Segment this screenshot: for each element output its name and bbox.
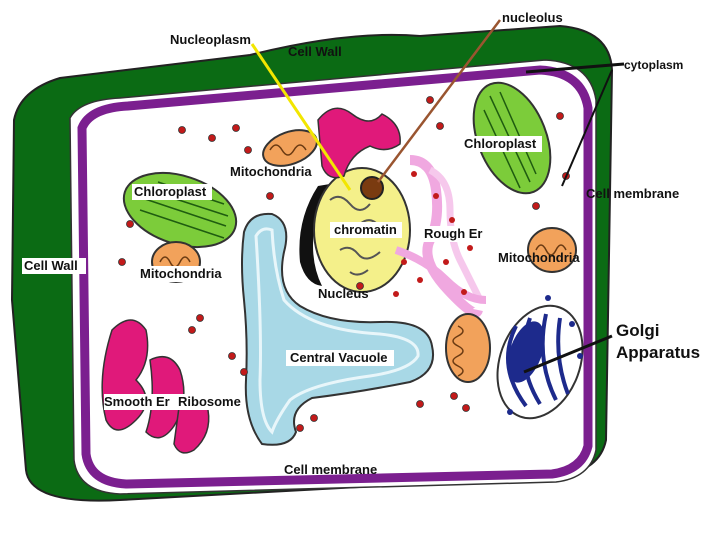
label-cell-wall-left: Cell Wall: [24, 258, 78, 273]
label-golgi-line2: Apparatus: [616, 343, 700, 362]
label-nucleolus: nucleolus: [502, 10, 563, 25]
pointer-nucleoplasm: [250, 43, 352, 191]
label-golgi-line1: Golgi: [616, 321, 659, 340]
pointer-nucleolus: [377, 19, 501, 183]
mitochondrion-top: [262, 129, 318, 167]
cell-membrane: [77, 65, 593, 489]
label-nucleoplasm: Nucleoplasm: [170, 32, 251, 47]
label-smooth-er: Smooth Er: [104, 394, 170, 409]
label-rough-er: Rough Er: [424, 226, 483, 241]
label-chloroplast-right: Chloroplast: [464, 136, 537, 151]
label-ribosome: Ribosome: [178, 394, 241, 409]
label-chromatin: chromatin: [334, 222, 397, 237]
vacuole-inner-line: [254, 227, 420, 435]
label-cell-wall-top: Cell Wall: [288, 44, 342, 59]
pointer-cytoplasm: [525, 62, 625, 74]
mitochondrion-lower: [445, 313, 491, 383]
label-nucleus: Nucleus: [318, 286, 369, 301]
pointer-cell-membrane-right: [561, 69, 613, 187]
pointer-golgi: [523, 334, 613, 374]
nucleolus: [360, 176, 384, 200]
ribosomes: [118, 96, 570, 432]
label-cytoplasm: cytoplasm: [624, 58, 683, 72]
nuclear-envelope-shadow: [299, 184, 330, 286]
smooth-er-top: [317, 107, 401, 179]
label-chloroplast-left: Chloroplast: [134, 184, 207, 199]
mitochondrion-right: [527, 227, 577, 273]
label-mitochondria-top: Mitochondria: [230, 164, 312, 179]
label-mitochondria-right: Mitochondria: [498, 250, 580, 265]
label-central-vacuole: Central Vacuole: [290, 350, 388, 365]
label-mitochondria-left: Mitochondria: [140, 266, 222, 281]
label-cell-membrane-bottom: Cell membrane: [284, 462, 377, 477]
label-cell-membrane-right: Cell membrane: [586, 186, 679, 201]
